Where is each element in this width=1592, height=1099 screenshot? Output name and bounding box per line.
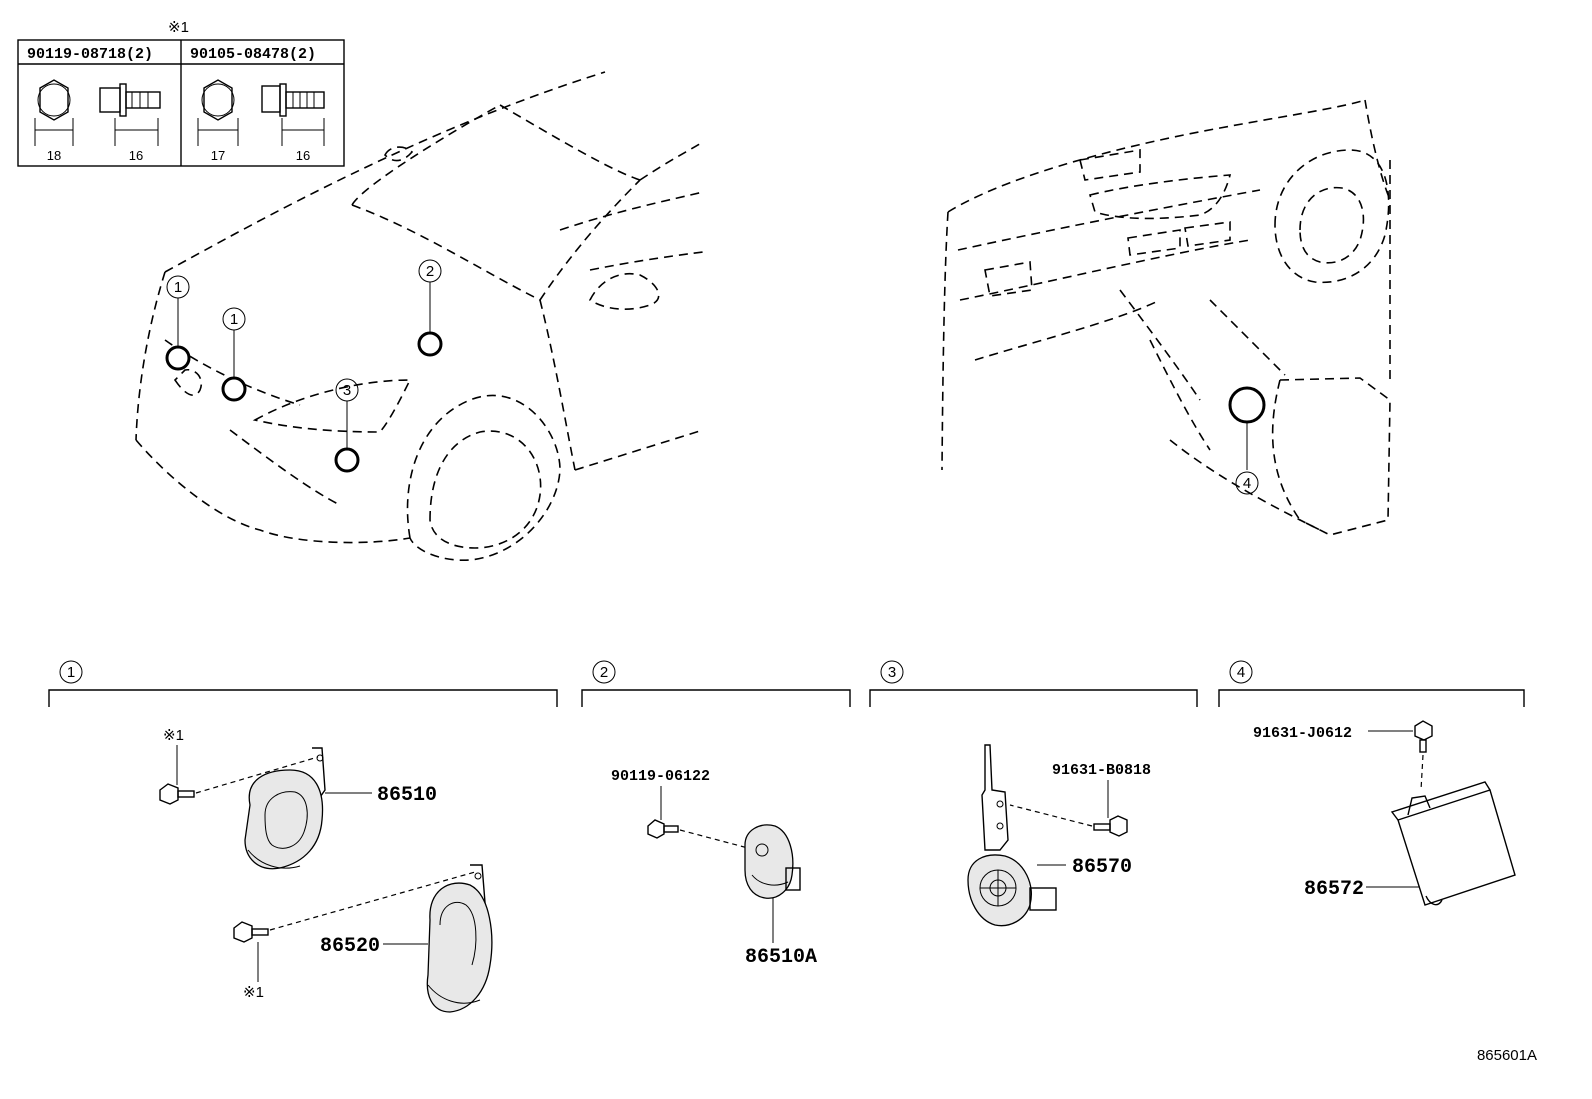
control-module-icon — [1390, 781, 1516, 906]
hex-head-icon — [201, 79, 235, 121]
svg-text:2: 2 — [426, 263, 434, 280]
svg-text:3: 3 — [343, 382, 351, 399]
section-header-1: 1 — [48, 660, 558, 707]
interior-dashboard-illustration — [941, 99, 1391, 536]
fastener-cell-2: 90105-08478(2) 17 16 — [190, 46, 325, 163]
speaker-bracket-icon — [967, 744, 1057, 927]
section-header-3: 3 — [869, 660, 1198, 707]
bolt-icon — [1093, 815, 1128, 837]
bolt-91631-J0612: 91631-J0612 — [1253, 725, 1352, 742]
svg-text:1: 1 — [230, 311, 238, 328]
section-1-parts: ※1 86510 ※1 86520 — [159, 727, 493, 1013]
fastener-part-1: 90119-08718(2) — [27, 46, 153, 63]
section-header-4: 4 — [1218, 660, 1525, 707]
part-86572: 86572 — [1304, 878, 1364, 901]
table-note-mark: ※1 — [168, 19, 189, 36]
part-86510: 86510 — [377, 784, 437, 807]
callout-markers: 1 1 2 3 4 — [165, 259, 1266, 495]
fastener-part-2: 90105-08478(2) — [190, 46, 316, 63]
section-header-2: 2 — [581, 660, 851, 707]
callout-4: 4 — [1228, 386, 1266, 495]
flange-bolt-icon — [99, 83, 161, 117]
bolt-icon — [1414, 720, 1433, 753]
note-mark-lower: ※1 — [243, 984, 264, 1001]
callout-1-secondary: 1 — [221, 307, 247, 402]
callout-3: 3 — [334, 378, 360, 473]
bolt-icon — [159, 783, 195, 805]
section-4-parts: 91631-J0612 86572 — [1253, 720, 1516, 906]
dim-head-2: 17 — [211, 148, 225, 163]
section-3-parts: 91631-B0818 86570 — [967, 744, 1151, 927]
part-86510A: 86510A — [745, 946, 817, 969]
horn-low-icon — [426, 864, 493, 1013]
section-number: 3 — [888, 664, 896, 681]
bolt-91631-B0818: 91631-B0818 — [1052, 762, 1151, 779]
section-number: 2 — [600, 664, 608, 681]
note-mark-upper: ※1 — [163, 727, 184, 744]
hex-head-icon — [37, 79, 71, 121]
bolt-90119-06122: 90119-06122 — [611, 768, 710, 785]
section-number: 4 — [1237, 664, 1245, 681]
svg-text:1: 1 — [174, 279, 182, 296]
fastener-table: ※1 90119-08718(2) 18 — [17, 19, 345, 167]
callout-1-primary: 1 — [165, 275, 191, 371]
horn-high-icon — [244, 747, 326, 870]
horn-compact-icon — [744, 824, 801, 899]
svg-text:4: 4 — [1243, 475, 1251, 492]
callout-2: 2 — [417, 259, 443, 357]
dim-length-1: 16 — [129, 148, 143, 163]
dim-length-2: 16 — [296, 148, 310, 163]
diagram-reference: 865601A — [1477, 1047, 1537, 1064]
dim-head-1: 18 — [47, 148, 61, 163]
flange-bolt-icon — [261, 83, 325, 117]
bolt-icon — [647, 819, 679, 839]
bolt-icon — [233, 921, 269, 943]
part-86520: 86520 — [320, 935, 380, 958]
section-number: 1 — [67, 664, 75, 681]
part-86570: 86570 — [1072, 856, 1132, 879]
fastener-cell-1: 90119-08718(2) 18 16 — [27, 46, 161, 163]
vehicle-front-illustration — [135, 71, 704, 561]
section-2-parts: 90119-06122 86510A — [611, 768, 817, 969]
